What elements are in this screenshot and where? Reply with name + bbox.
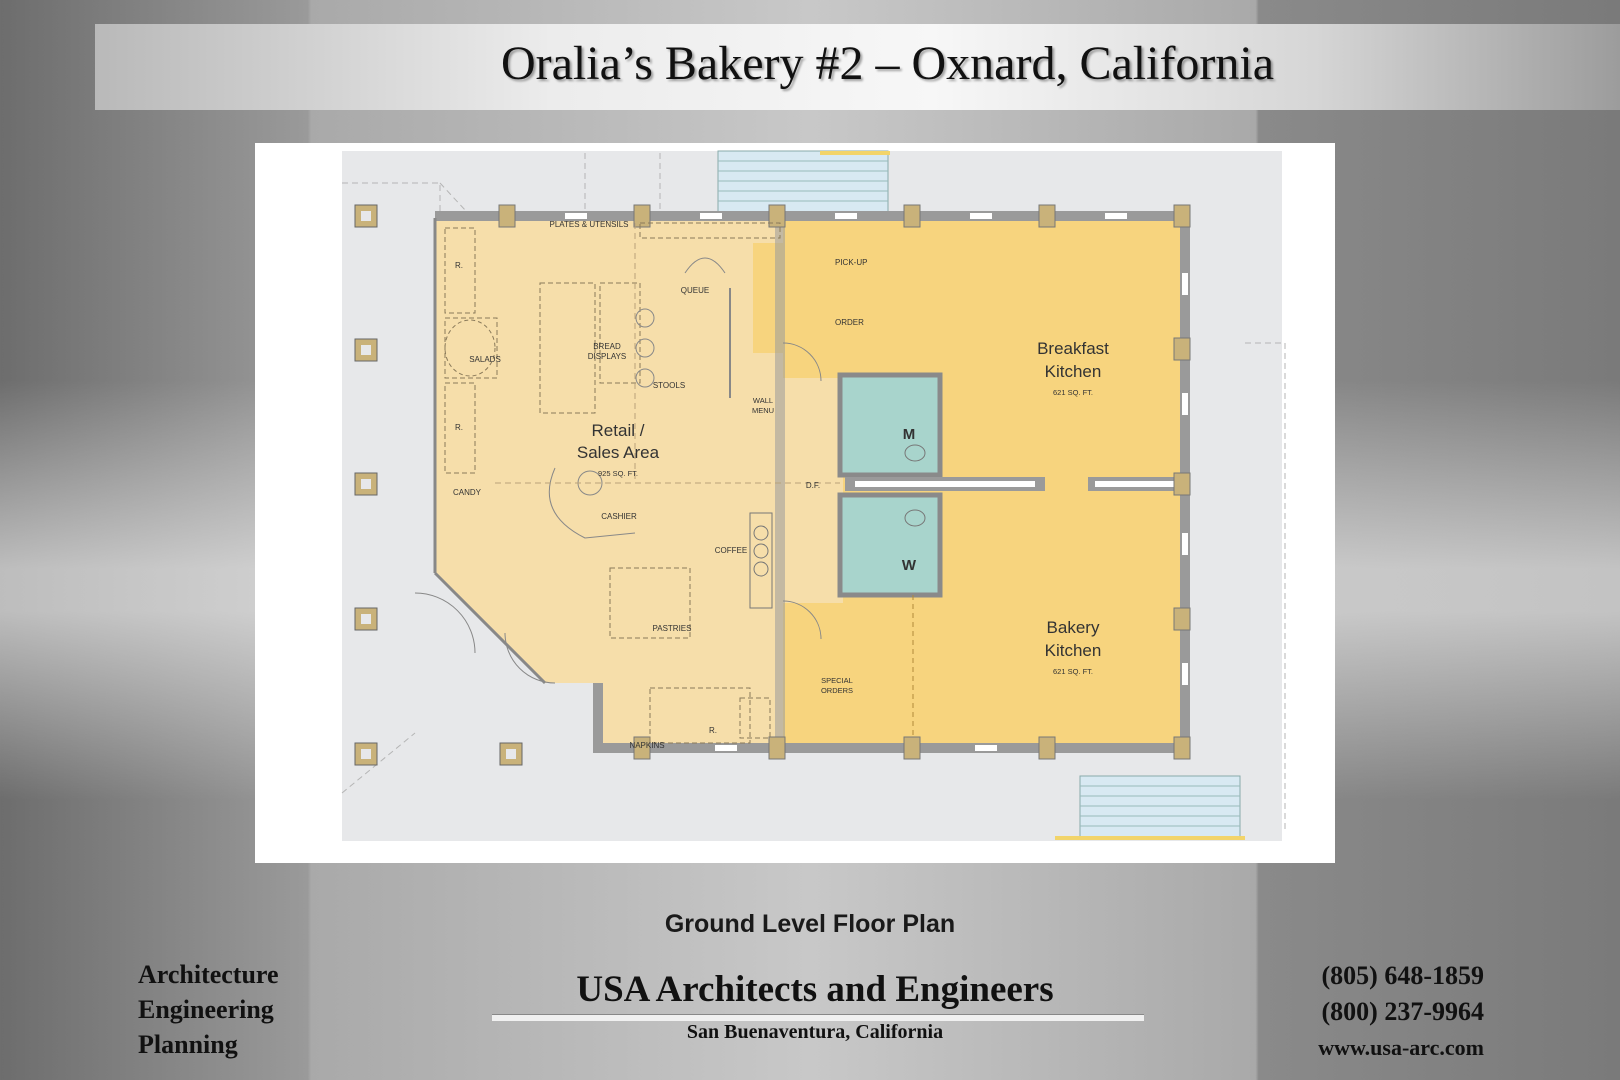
room-bakery-name-2: Kitchen bbox=[1045, 641, 1102, 660]
floor-plan-drawing: PLATES & UTENSILS PICK-UP ORDER QUEUE R.… bbox=[341, 150, 1286, 841]
queue-rail bbox=[684, 257, 726, 274]
label-pastries: PASTRIES bbox=[653, 624, 692, 633]
room-breakfast-name-2: Kitchen bbox=[1045, 362, 1102, 381]
toilet-men bbox=[904, 444, 926, 462]
label-r3: R. bbox=[709, 726, 717, 735]
label-special-2: ORDERS bbox=[821, 686, 853, 695]
room-retail-area: 925 SQ. FT. bbox=[598, 469, 638, 478]
room-bakery-name-1: Bakery bbox=[1047, 618, 1100, 637]
service-item: Architecture bbox=[138, 960, 279, 989]
service-item: Engineering bbox=[138, 995, 274, 1024]
label-pickup: PICK-UP bbox=[835, 258, 867, 267]
wall-columns bbox=[498, 204, 1191, 760]
phone-2: (800) 237-9964 bbox=[1321, 997, 1484, 1026]
roof-overhang bbox=[341, 153, 1286, 833]
phone-1: (805) 648-1859 bbox=[1321, 961, 1484, 990]
plan-caption: Ground Level Floor Plan bbox=[664, 910, 956, 938]
label-bread-2: DISPLAYS bbox=[588, 352, 627, 361]
site-columns bbox=[354, 204, 523, 766]
label-cashier: CASHIER bbox=[601, 512, 637, 521]
room-retail-name-1: Retail / bbox=[592, 421, 645, 440]
room-breakfast-name-1: Breakfast bbox=[1037, 339, 1109, 358]
stair-bottom-landing bbox=[1055, 836, 1245, 840]
stool bbox=[635, 368, 655, 388]
coffee-counter bbox=[749, 512, 773, 609]
room-retail-name-2: Sales Area bbox=[577, 443, 660, 462]
storefront-angled bbox=[433, 571, 547, 685]
label-queue: QUEUE bbox=[681, 286, 709, 295]
stair-top-treads bbox=[718, 160, 888, 202]
restroom-men-label: M bbox=[903, 426, 916, 443]
stair-top-landing bbox=[820, 151, 890, 155]
page-title: Oralia’s Bakery #2 – Oxnard, California bbox=[500, 37, 1275, 90]
label-df: D.F. bbox=[806, 481, 820, 490]
label-stools: STOOLS bbox=[653, 381, 685, 390]
stair-top bbox=[717, 150, 889, 214]
room-breakfast-area: 621 SQ. FT. bbox=[1053, 388, 1093, 397]
corridor bbox=[783, 378, 843, 603]
label-bread-1: BREAD bbox=[593, 342, 621, 351]
label-salads: SALADS bbox=[469, 355, 501, 364]
restroom-men bbox=[837, 372, 943, 478]
stool bbox=[635, 338, 655, 358]
entry-door-swing bbox=[414, 592, 476, 654]
label-special-1: SPECIAL bbox=[821, 676, 853, 685]
room-bakery-area: 621 SQ. FT. bbox=[1053, 667, 1093, 676]
stair-bottom-treads bbox=[1080, 785, 1240, 827]
label-napkins: NAPKINS bbox=[629, 741, 664, 750]
label-wall-2: MENU bbox=[752, 406, 774, 415]
website-link[interactable]: www.usa-arc.com bbox=[1318, 1035, 1484, 1060]
window-openings bbox=[565, 213, 1188, 751]
cashier-counter bbox=[548, 467, 636, 539]
label-coffee: COFFEE bbox=[715, 546, 747, 555]
restroom-women-label: W bbox=[902, 557, 917, 574]
label-candy: CANDY bbox=[453, 488, 482, 497]
restroom-women bbox=[837, 492, 943, 598]
stair-bottom bbox=[1079, 775, 1241, 839]
label-r1: R. bbox=[455, 261, 463, 270]
firm-name: USA Architects and Engineers bbox=[576, 969, 1054, 1010]
firm-city: San Buenaventura, California bbox=[686, 1021, 944, 1043]
fixtures bbox=[444, 222, 781, 744]
label-r2: R. bbox=[455, 423, 463, 432]
label-wall-1: WALL bbox=[753, 396, 773, 405]
firm-underline bbox=[492, 1014, 1144, 1021]
title-bar: Oralia’s Bakery #2 – Oxnard, California bbox=[95, 24, 1620, 110]
label-plates: PLATES & UTENSILS bbox=[550, 220, 629, 229]
services-list: Architecture Engineering Planning bbox=[138, 957, 279, 1062]
toilet-women bbox=[904, 509, 926, 527]
retail-floor bbox=[435, 218, 783, 743]
stool bbox=[635, 308, 655, 328]
contact-block: (805) 648-1859 (800) 237-9964 www.usa-ar… bbox=[1280, 958, 1484, 1066]
floor-plan-frame: PLATES & UTENSILS PICK-UP ORDER QUEUE R.… bbox=[255, 143, 1335, 863]
label-order: ORDER bbox=[835, 318, 864, 327]
service-item: Planning bbox=[138, 1030, 238, 1059]
